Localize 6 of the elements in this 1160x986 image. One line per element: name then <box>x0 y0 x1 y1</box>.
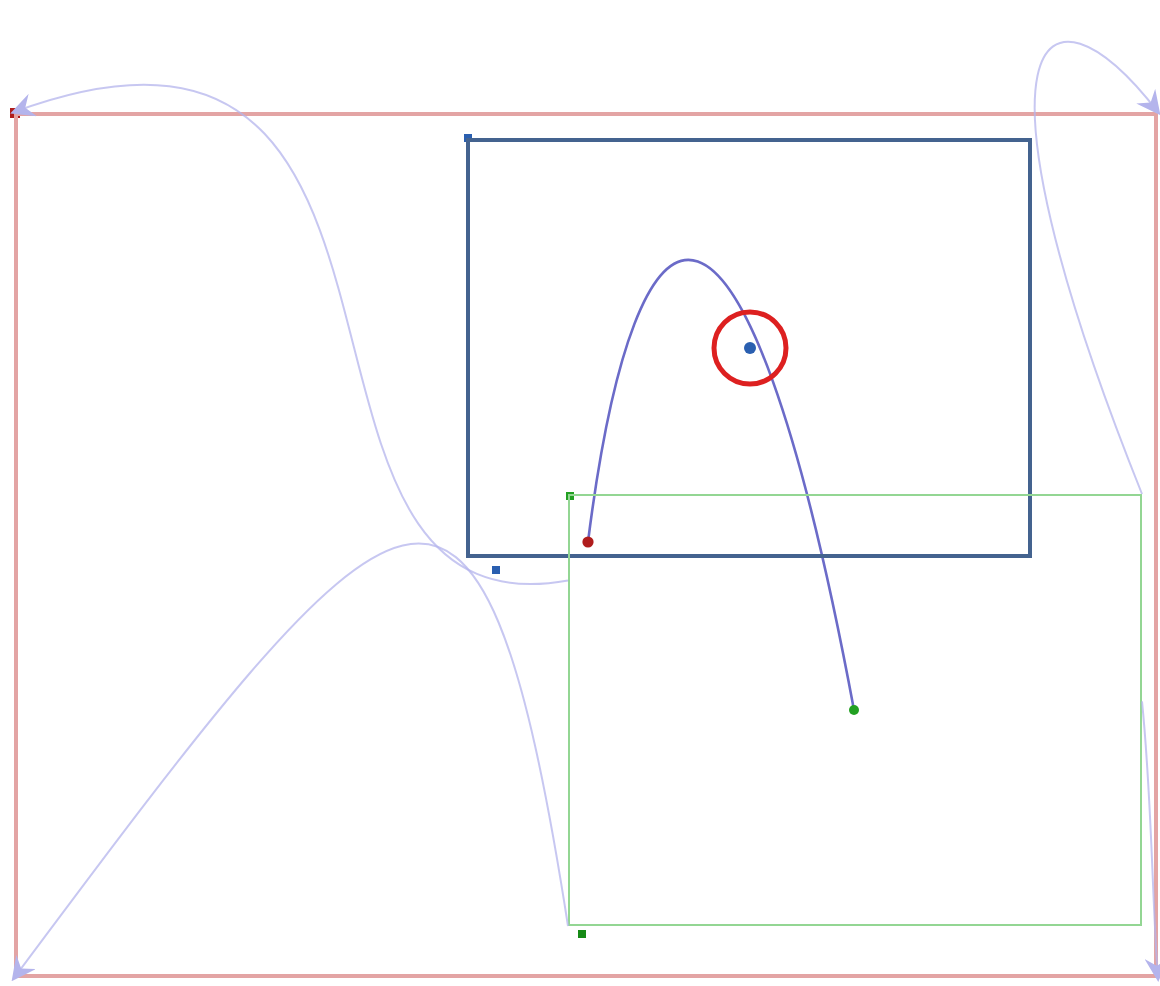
arrow <box>1141 700 1160 982</box>
arrow <box>10 85 569 582</box>
outer-rectangle <box>14 112 1158 978</box>
inner-rectangle <box>466 138 1032 558</box>
arrow <box>11 544 569 982</box>
inner-rectangle <box>568 494 1142 926</box>
